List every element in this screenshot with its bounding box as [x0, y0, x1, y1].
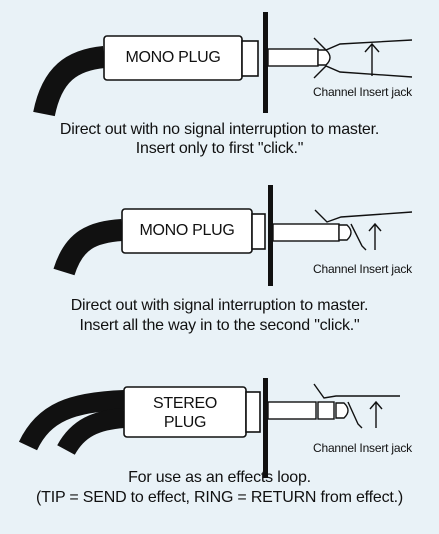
- panel-1-plug-tip: [317, 49, 331, 66]
- panel-2-plug-collar: [251, 213, 266, 250]
- panel-1-plug-sleeve: [267, 48, 319, 67]
- panel-1-artwork: [33, 12, 413, 117]
- panel-3-caption-line-2: (TIP = SEND to effect, RING = RETURN fro…: [36, 489, 403, 506]
- panel-1-plug-label: MONO PLUG: [125, 49, 221, 66]
- panel-2-chassis-wall: [268, 185, 273, 286]
- panel-3-artwork: [18, 378, 400, 478]
- panel-2-caption-line-1: Direct out with signal interruption to m…: [70, 297, 369, 314]
- panel-2-contact-arrow-head: [368, 222, 382, 232]
- panel-1-contact-arrow-head: [364, 42, 380, 53]
- panel-3-jack-label: Channel Insert jack: [313, 441, 412, 455]
- panel-3-caption-line-1: For use as an effects loop.: [128, 469, 311, 486]
- panel-2-cable: [53, 219, 123, 276]
- panel-3-chassis-wall: [263, 378, 268, 478]
- panel-2-plug-sleeve: [272, 223, 340, 242]
- panel-3-plug-tip: [335, 402, 349, 419]
- panel-3-plug-collar: [245, 391, 261, 433]
- panel-2-jack-label: Channel Insert jack: [313, 262, 412, 276]
- panel-3-plug-label-line-2: PLUG: [163, 414, 207, 431]
- panel-3-jack-spring-top: [313, 383, 400, 399]
- panel-2-caption-line-2: Insert all the way in to the second "cli…: [79, 317, 360, 334]
- panel-3-plug-ring: [317, 401, 335, 420]
- panel-2-plug-tip: [338, 224, 352, 241]
- panel-1-chassis-wall: [263, 12, 268, 113]
- panel-2-plug-label: MONO PLUG: [139, 222, 235, 239]
- panel-3-jack-spring-bottom: [347, 401, 363, 429]
- panel-1-plug-collar: [241, 40, 259, 77]
- panel-3-plug-sleeve: [267, 401, 317, 420]
- panel-3-cable-a: [18, 390, 125, 451]
- panel-1-cable: [33, 46, 106, 117]
- panel-1-caption-line-2: Insert only to first "click.": [135, 140, 304, 157]
- panel-1-jack-spring-top: [313, 37, 413, 51]
- panel-2-jack-spring-top: [314, 209, 413, 223]
- panel-1-caption-line-1: Direct out with no signal interruption t…: [59, 121, 380, 138]
- panel-3-cable-b: [57, 408, 125, 456]
- panel-2-jack-spring-bottom: [350, 223, 367, 251]
- panel-2-artwork: [53, 185, 413, 286]
- panel-1-jack-spring-bottom: [313, 65, 413, 79]
- panel-1-jack-label: Channel Insert jack: [313, 85, 412, 99]
- panel-3-contact-arrow-head: [369, 400, 383, 410]
- panel-3-plug-label-line-1: STEREO: [153, 395, 217, 412]
